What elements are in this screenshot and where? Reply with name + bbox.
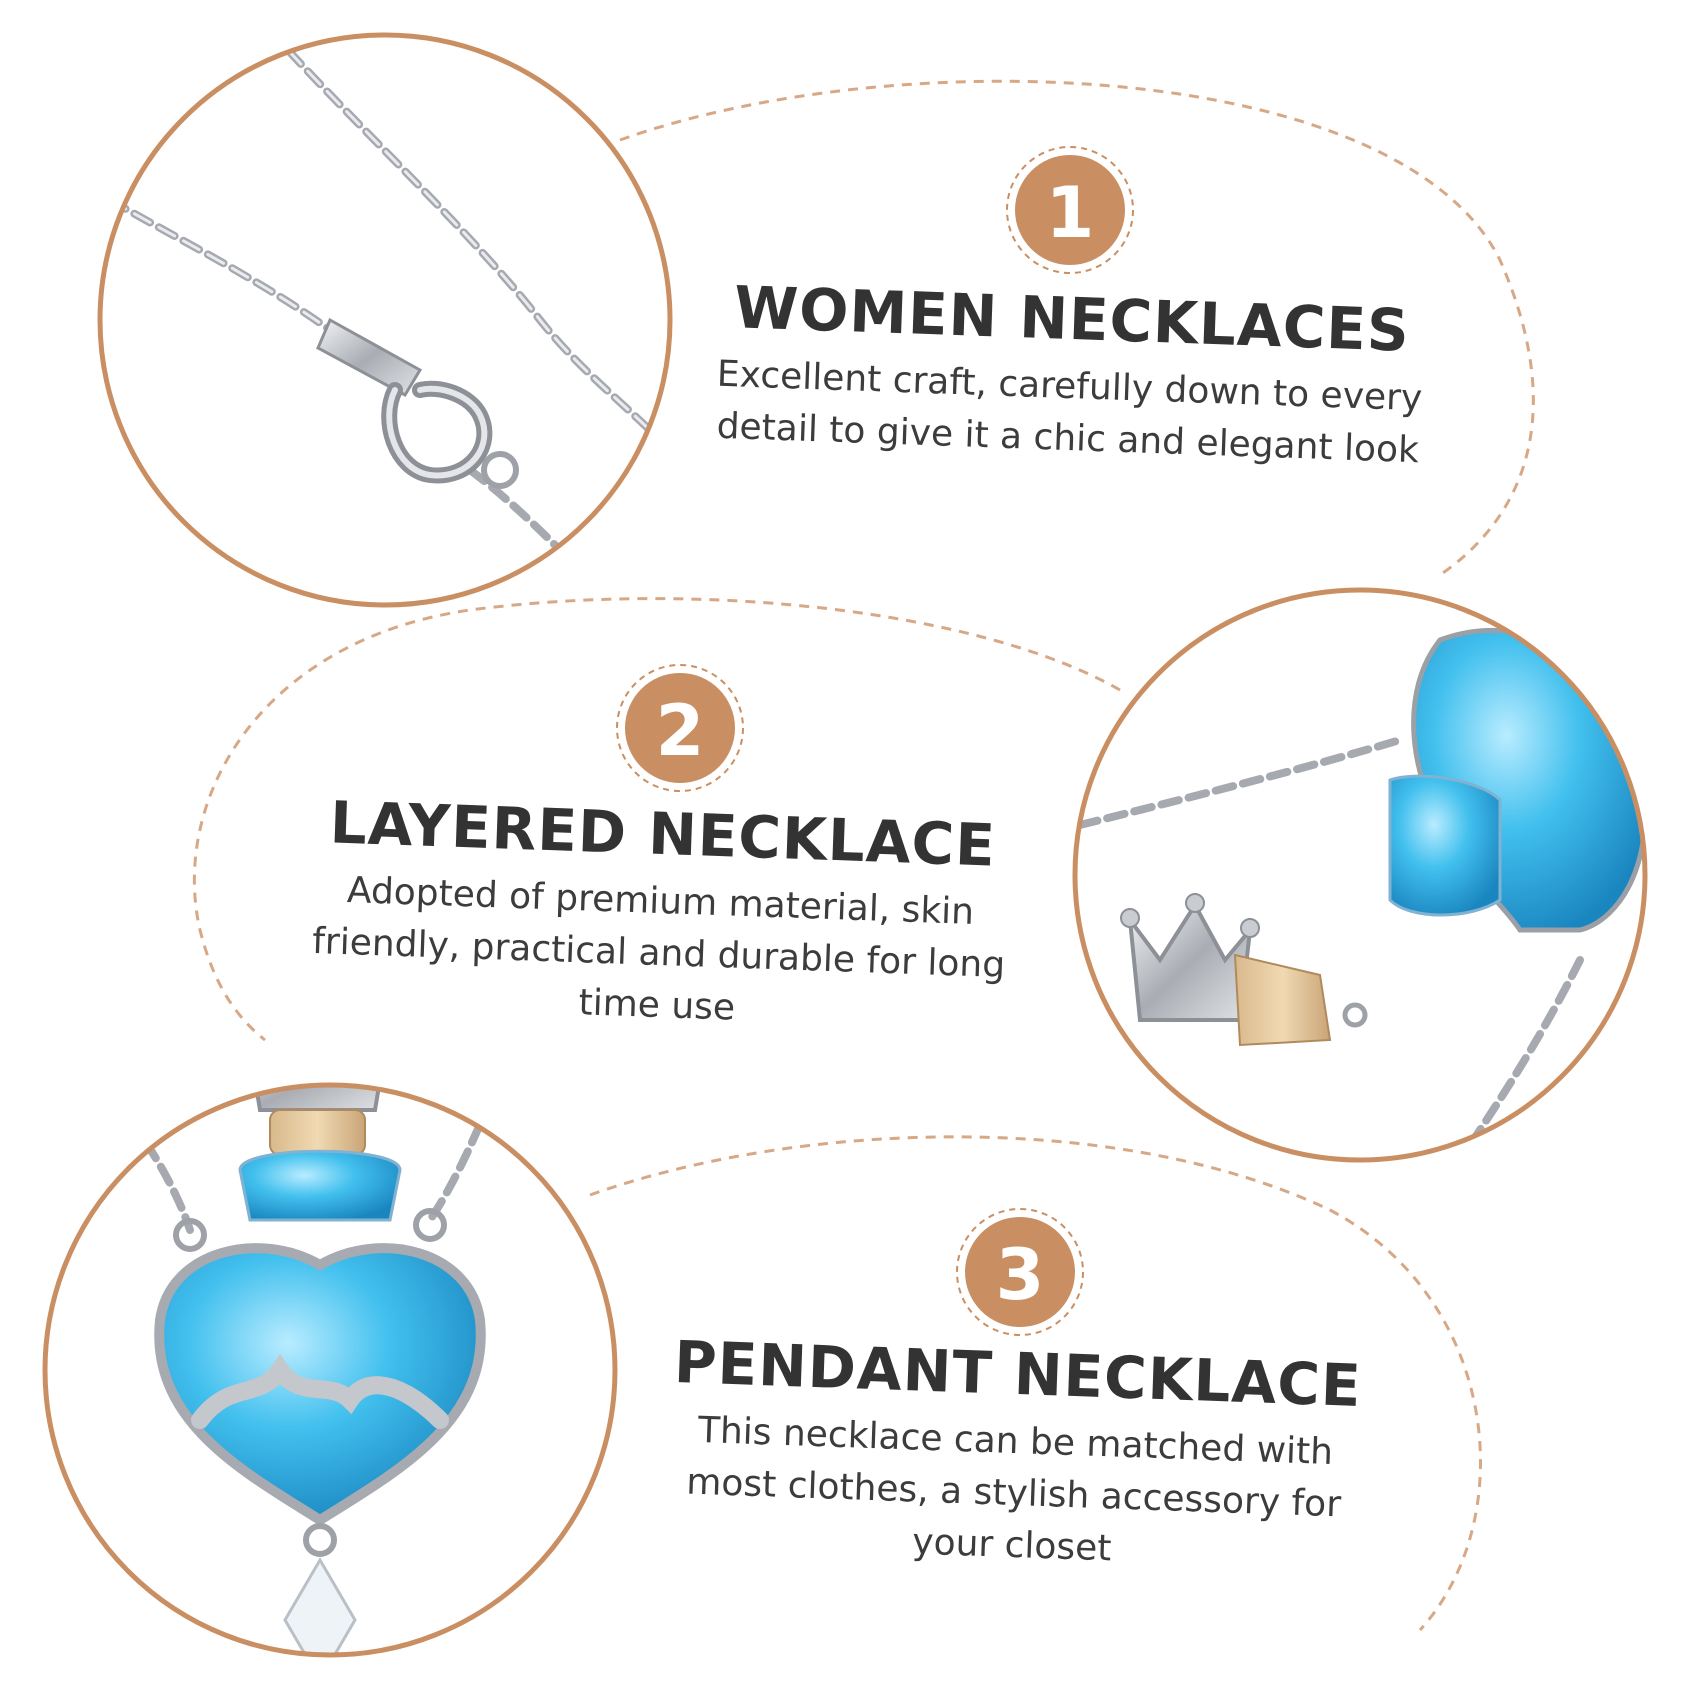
badge-1: 1 (1006, 146, 1134, 274)
feature-3-description: This necklace can be matched with most c… (636, 1403, 1391, 1585)
feature-2-text: LAYERED NECKLACE Adopted of premium mate… (286, 787, 1034, 1045)
feature-3-text: PENDANT NECKLACE This necklace can be ma… (636, 1327, 1394, 1585)
badge-1-number: 1 (1046, 172, 1095, 254)
photo-circle-heart-pendant (42, 1082, 618, 1658)
badge-3-number: 3 (996, 1234, 1045, 1316)
badge-3: 3 (956, 1208, 1084, 1336)
photo-circle-vial (1072, 587, 1648, 1163)
badge-2-number: 2 (656, 690, 705, 772)
feature-1-text: WOMEN NECKLACES Excellent craft, careful… (687, 272, 1453, 478)
dashed-curve-2 (192, 597, 1121, 1042)
dashed-curve-3 (589, 1135, 1482, 1632)
badge-2: 2 (616, 664, 744, 792)
feature-2-description: Adopted of premium material, skin friend… (286, 863, 1031, 1045)
photo-circle-chain (97, 32, 673, 608)
dashed-curve-1 (619, 79, 1535, 577)
